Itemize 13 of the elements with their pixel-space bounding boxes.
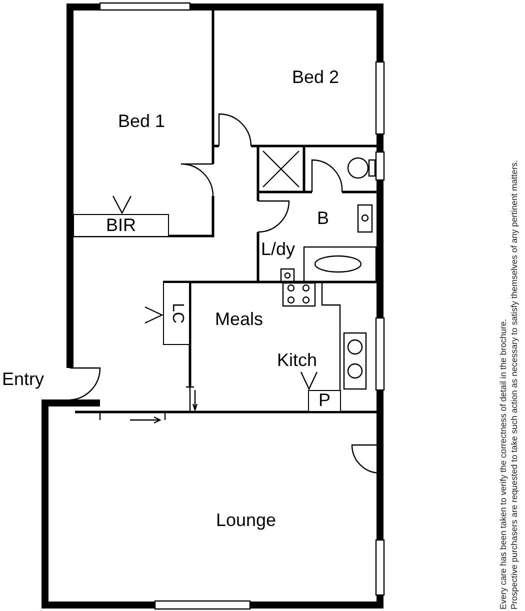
pantry-label: P (308, 390, 341, 412)
room-label: Meals (215, 310, 264, 328)
room-label: Kitch (277, 351, 318, 369)
cupboard-label: LC (163, 282, 190, 345)
closet-label: BIR (73, 214, 169, 237)
disclaimer-note: Every care has been taken to verify the correctness of detail in the brochure. (499, 318, 508, 609)
room-label: L/dy (261, 240, 296, 258)
room-label: Lounge (216, 511, 276, 529)
room-label: Bed 1 (118, 112, 166, 130)
room-label: Bed 2 (292, 68, 340, 86)
room-label: Entry (2, 370, 44, 388)
disclaimer-note: Prospective purchasers are requested to take such action as necessary to satisfy themselves of any pertinent matters. (510, 160, 519, 609)
room-label: B (317, 209, 330, 227)
